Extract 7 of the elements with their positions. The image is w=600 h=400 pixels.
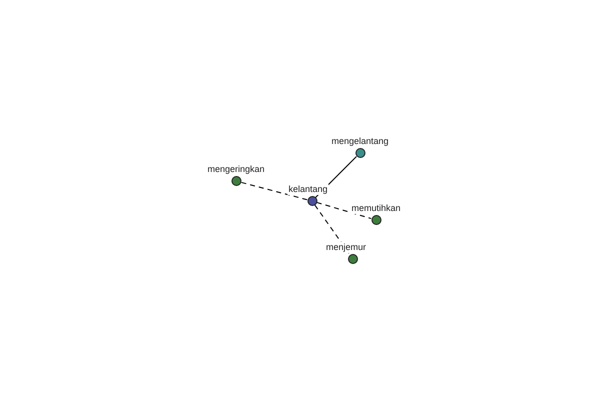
node-label: mengelantang (330, 136, 390, 147)
node-label: memutihkan (350, 203, 402, 214)
dashed-connector (240, 182, 308, 200)
node-label: menjemur (325, 242, 367, 253)
node-label: kelantang (287, 184, 329, 195)
dashed-connector (316, 202, 372, 220)
node-label: mengeringkan (206, 164, 266, 175)
